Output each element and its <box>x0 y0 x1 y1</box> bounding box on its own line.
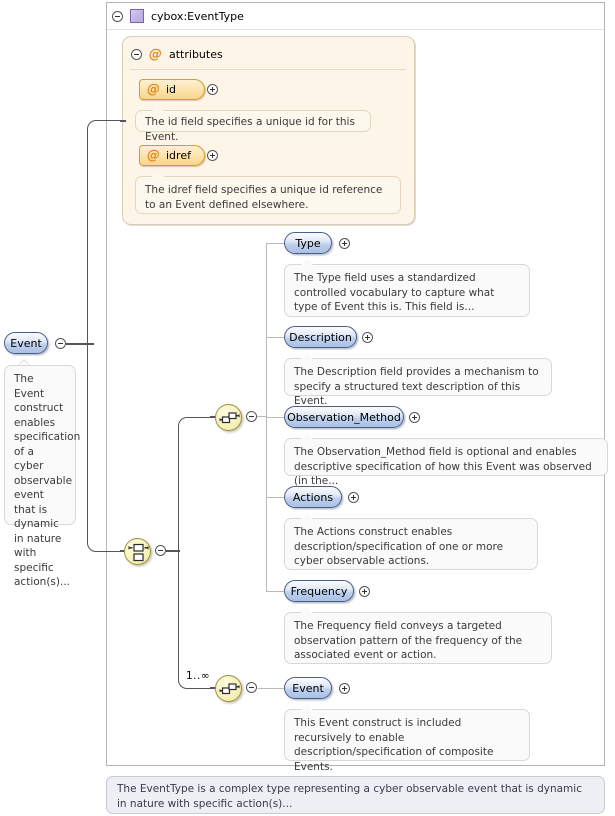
element-event-root-documentation: The Event construct enables specificatio… <box>4 365 80 588</box>
complextype-header: cybox:EventType <box>112 6 244 26</box>
connector-choice-stub <box>166 550 180 552</box>
at-sign-icon: @ <box>147 148 160 163</box>
attributes-collapse-toggle[interactable] <box>131 48 142 60</box>
connector-to-frequency <box>266 591 284 592</box>
complextype-title: cybox:EventType <box>151 9 244 23</box>
complextype-header-divider <box>107 29 604 30</box>
connector-to-actions <box>266 497 284 498</box>
complextype-footer-documentation: The EventType is a complex type represen… <box>106 776 605 814</box>
attribute-idref-documentation: The idref field specifies a unique id re… <box>135 170 401 214</box>
connector-to-attributes <box>120 120 126 122</box>
connector-root-stub <box>66 343 94 345</box>
occurrence-indicator-recursive-event: 1..∞ <box>186 670 211 682</box>
connector-to-recursive-event <box>258 688 284 689</box>
element-node-event-root[interactable]: Event <box>4 332 48 354</box>
attribute-idref-expand-toggle[interactable] <box>207 150 218 161</box>
element-description-documentation: The Description field provides a mechani… <box>284 352 552 407</box>
element-description-expand-toggle[interactable] <box>362 332 373 343</box>
element-node-frequency[interactable]: Frequency <box>284 580 354 602</box>
complextype-square-icon <box>130 9 144 23</box>
connector-sequence-spine-entry <box>257 416 267 417</box>
attributes-group-label: attributes <box>169 47 223 61</box>
at-sign-icon: @ <box>147 82 160 97</box>
connector-to-description <box>266 337 284 338</box>
attribute-node-idref[interactable]: @ idref <box>139 145 205 166</box>
compositor-choice-icon[interactable] <box>124 538 151 565</box>
element-node-description[interactable]: Description <box>284 326 357 348</box>
element-type-documentation: The Type field uses a standardized contr… <box>284 258 530 317</box>
compositor-sequence-recursive-icon[interactable] <box>215 675 242 702</box>
element-node-type[interactable]: Type <box>284 232 332 254</box>
attribute-id-documentation: The id field specifies a unique id for t… <box>135 104 371 143</box>
attributes-group-header: @ attributes <box>131 46 223 62</box>
connector-to-observation-method <box>266 417 284 418</box>
attribute-id-expand-toggle[interactable] <box>207 84 218 95</box>
element-observation-method-expand-toggle[interactable] <box>409 412 420 423</box>
connector-to-type <box>266 243 284 244</box>
attribute-label: idref <box>166 149 191 162</box>
element-actions-documentation: The Actions construct enables descriptio… <box>284 512 538 570</box>
complextype-collapse-toggle[interactable] <box>112 10 123 22</box>
element-event-root-collapse-toggle[interactable] <box>55 338 66 349</box>
element-frequency-documentation: The Frequency field conveys a targeted o… <box>284 606 552 664</box>
connector-choice-branch-bracket <box>178 417 212 689</box>
element-event-recursive-documentation: This Event construct is included recursi… <box>284 703 530 773</box>
element-observation-method-documentation: The Observation_Method field is optional… <box>284 432 608 487</box>
choice-glyph-icon <box>128 543 149 562</box>
compositor-sequence-recursive-collapse-toggle[interactable] <box>246 682 257 693</box>
compositor-sequence-main-collapse-toggle[interactable] <box>246 411 257 422</box>
connector-to-sequence-recursive <box>210 687 216 689</box>
element-node-event-recursive[interactable]: Event <box>284 677 332 699</box>
element-event-recursive-expand-toggle[interactable] <box>339 683 350 694</box>
attribute-node-id[interactable]: @ id <box>139 79 205 100</box>
sequence-glyph-icon <box>219 412 240 424</box>
connector-root-branch-bracket <box>87 120 122 552</box>
element-type-expand-toggle[interactable] <box>339 238 350 249</box>
connector-to-choice <box>120 550 126 552</box>
compositor-sequence-main-icon[interactable] <box>215 404 242 431</box>
doc-pointer-fill <box>19 360 29 365</box>
element-actions-expand-toggle[interactable] <box>348 492 359 503</box>
attributes-header-divider <box>130 69 406 70</box>
attribute-label: id <box>166 83 177 96</box>
sequence-glyph-icon <box>219 683 240 695</box>
element-node-actions[interactable]: Actions <box>284 486 342 508</box>
at-sign-icon: @ <box>149 46 162 62</box>
element-frequency-expand-toggle[interactable] <box>359 586 370 597</box>
compositor-choice-collapse-toggle[interactable] <box>155 545 166 556</box>
element-node-observation-method[interactable]: Observation_Method <box>284 406 404 428</box>
connector-to-sequence-main <box>210 416 216 418</box>
